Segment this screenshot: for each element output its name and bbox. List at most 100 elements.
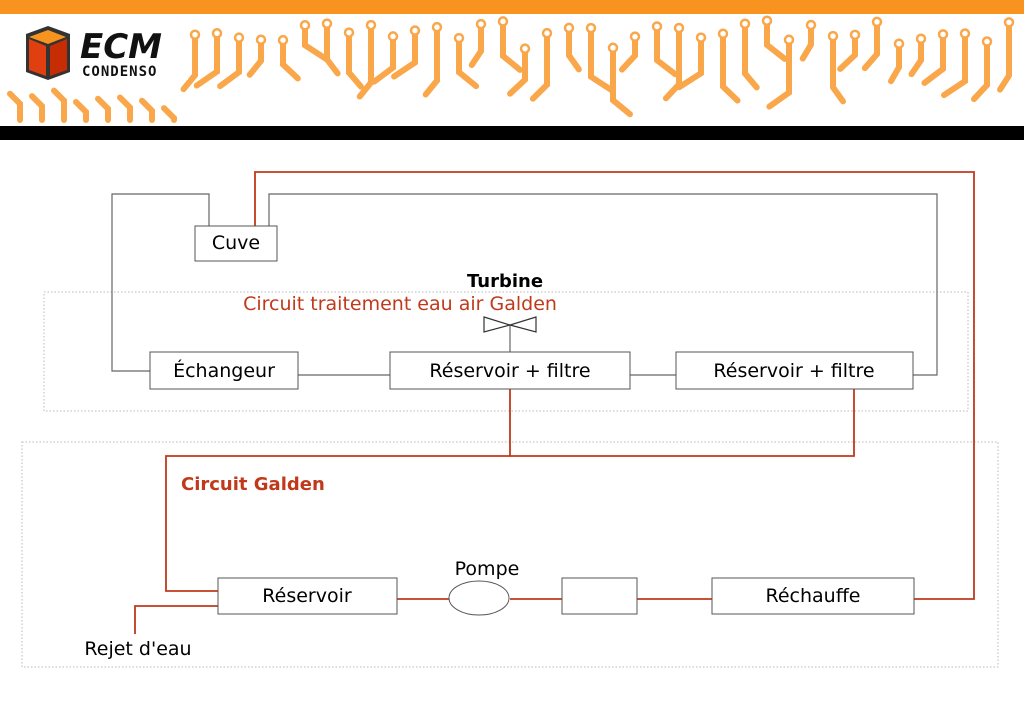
pcb-pad — [453, 32, 465, 44]
circuit-traitement-label: Circuit traitement eau air Galden — [243, 293, 557, 315]
pcb-pad — [277, 34, 289, 46]
pcb-pad — [519, 43, 531, 54]
pcb-trace — [507, 45, 528, 97]
pcb-pad — [629, 31, 641, 42]
pcb-pad — [871, 16, 883, 28]
pcb-trace — [324, 20, 341, 77]
pcb-pad — [409, 25, 421, 36]
ecm-logo: ECM CONDENSO — [20, 22, 188, 80]
pcb-pad — [585, 22, 597, 34]
pcb-trace — [921, 31, 946, 86]
box-reservoir: Réservoir — [217, 577, 398, 615]
rejet-label: Rejet d'eau — [84, 638, 191, 660]
pcb-trace-pattern — [7, 15, 1015, 123]
region-circuit-traitement — [43, 291, 969, 412]
pcb-trace — [180, 31, 198, 93]
box-rechauffe: Réchauffe — [711, 577, 915, 615]
pcb-trace — [970, 38, 990, 103]
pcb-pad — [739, 18, 751, 30]
logo-cube-icon — [26, 26, 70, 80]
cuve-label: Cuve — [212, 232, 260, 254]
pcb-pad — [959, 28, 971, 39]
pcb-trace — [117, 94, 133, 123]
pcb-pad — [387, 31, 399, 42]
pcb-pad — [343, 27, 355, 38]
pcb-trace — [764, 17, 788, 62]
pcb-pad — [717, 28, 729, 39]
logo-main-text: ECM — [80, 27, 162, 67]
pcb-trace — [500, 18, 524, 73]
header-banner: ECM CONDENSO — [0, 0, 1024, 140]
pcb-trace — [161, 105, 177, 123]
pcb-trace — [566, 24, 582, 73]
pcb-trace — [217, 34, 242, 90]
box-reservoir-filtre-1: Réservoir + filtre — [389, 351, 631, 390]
pcb-trace — [940, 30, 968, 99]
pcb-trace — [422, 24, 440, 98]
pcb-trace — [346, 29, 364, 90]
valve-icon — [483, 316, 537, 333]
pcb-pad — [915, 33, 927, 44]
box-echangeur: Échangeur — [149, 351, 299, 390]
pcb-pad — [563, 22, 575, 34]
pcb-trace — [193, 30, 220, 89]
box-reservoir-filtre-2: Réservoir + filtre — [675, 351, 914, 390]
pcb-trace — [529, 30, 550, 102]
circuit-galden-label: Circuit Galden — [181, 474, 325, 495]
pcb-trace — [51, 87, 67, 123]
pcb-pad — [189, 29, 201, 40]
pcb-pad — [431, 21, 443, 33]
pcb-trace — [588, 25, 616, 94]
pcb-trace — [73, 99, 89, 123]
box-unnamed — [561, 577, 638, 615]
pompe-label: Pompe — [455, 558, 520, 580]
box-cuve: Cuve — [194, 225, 278, 262]
pcb-pad — [1003, 17, 1015, 28]
pcb-trace — [997, 19, 1012, 93]
pcb-trace — [720, 30, 741, 104]
pcb-trace — [908, 35, 924, 78]
pcb-pad — [497, 16, 509, 27]
pcb-pad — [783, 34, 795, 46]
reservoir-filtre-1-label: Réservoir + filtre — [429, 360, 590, 382]
pcb-trace — [742, 20, 760, 91]
pcb-pad — [475, 18, 487, 30]
pcb-trace — [371, 33, 396, 85]
pcb-trace — [887, 40, 902, 85]
pcb-pad — [607, 42, 619, 54]
pcb-trace — [610, 44, 633, 118]
pcb-pad — [673, 22, 685, 34]
pcb-trace — [861, 18, 880, 72]
header-top-stripe — [0, 0, 1024, 14]
pcb-pad — [937, 29, 949, 40]
pcb-pad — [827, 30, 839, 42]
pcb-trace — [654, 23, 679, 78]
pcb-trace — [302, 22, 330, 63]
pcb-trace — [29, 93, 45, 123]
pcb-pad — [321, 18, 333, 29]
pcb-pad — [805, 19, 817, 31]
pcb-trace — [618, 33, 638, 73]
pump-ellipse — [448, 580, 510, 616]
region-circuit-galden — [21, 441, 999, 668]
pcb-trace — [837, 31, 858, 72]
pcb-pad — [893, 38, 905, 49]
pcb-pad — [695, 32, 707, 43]
pcb-trace — [391, 27, 418, 80]
pcb-trace — [456, 35, 480, 90]
pcb-trace — [799, 22, 814, 62]
pcb-pad — [981, 36, 993, 47]
pcb-pad — [365, 19, 377, 31]
pcb-pad — [299, 20, 311, 31]
reservoir-label: Réservoir — [262, 585, 352, 607]
reservoir-filtre-2-label: Réservoir + filtre — [713, 360, 874, 382]
pcb-trace — [7, 90, 23, 123]
logo-sub-text: CONDENSO — [82, 64, 157, 80]
gray-pipes — [111, 193, 938, 376]
pcb-pad — [849, 29, 861, 41]
pcb-trace — [766, 36, 792, 110]
pcb-trace — [468, 21, 484, 69]
pcb-trace — [139, 97, 155, 123]
red-pipes — [134, 171, 975, 634]
